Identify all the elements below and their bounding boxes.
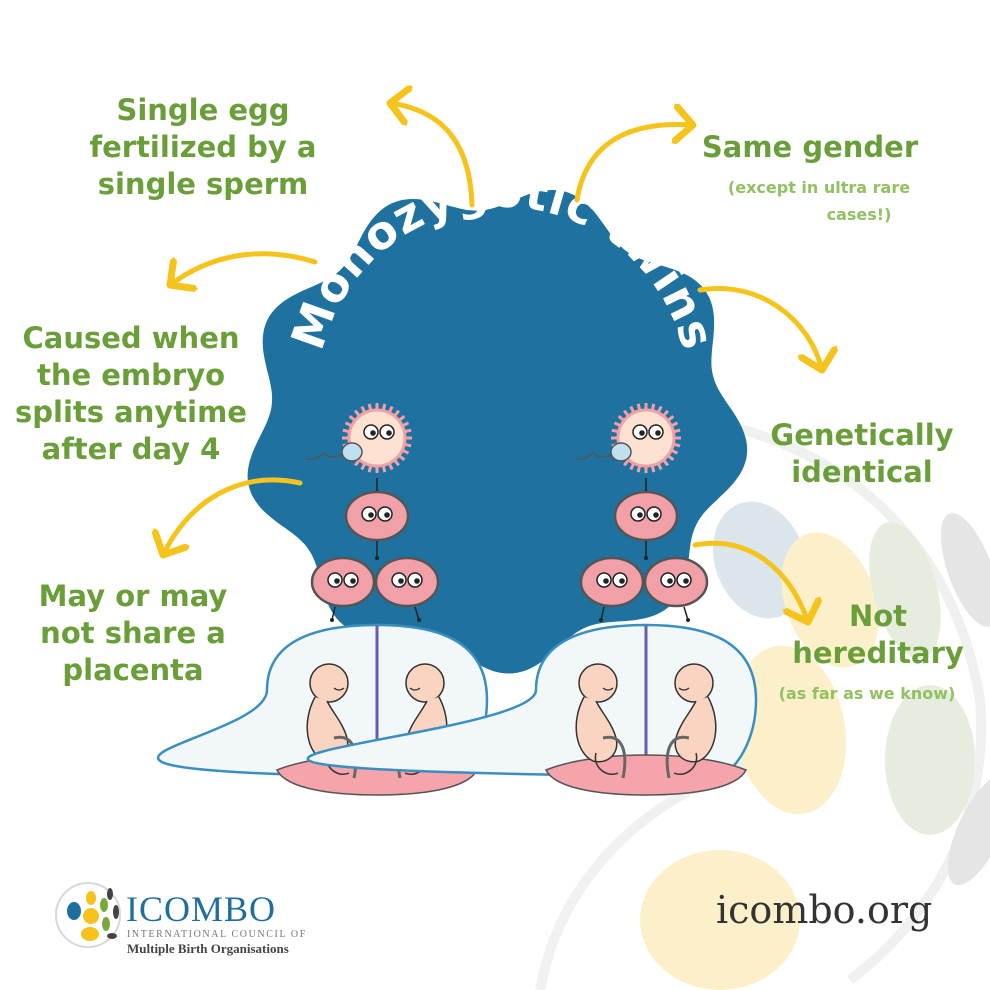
icombo-logo-mark xyxy=(55,882,121,948)
sperm xyxy=(610,442,632,462)
arrow-placenta xyxy=(163,477,303,555)
logo-line2: Multiple Birth Organisations xyxy=(127,941,289,956)
website-link[interactable]: icombo.org xyxy=(716,888,933,932)
cell xyxy=(643,556,709,608)
note-line: cases!) xyxy=(826,205,892,224)
sperm xyxy=(341,442,363,462)
note-same-gender: (except in ultra rare cases!) xyxy=(700,174,938,228)
fact-line: Single egg xyxy=(116,93,290,127)
arrow-same-gender xyxy=(574,124,693,203)
fact-caused-when: Caused when the embryo splits anytime af… xyxy=(0,320,262,468)
arrows xyxy=(163,103,822,622)
fact-single-egg: Single egg fertilized by a single sperm xyxy=(68,92,338,203)
cell xyxy=(344,490,410,542)
fact-not-hereditary: Not hereditary xyxy=(780,598,976,672)
fact-line: Caused when xyxy=(22,321,240,355)
down-arrow xyxy=(600,606,605,621)
fact-line: hereditary xyxy=(792,636,964,670)
twin-development-right xyxy=(306,403,758,796)
fact-same-gender: Same gender xyxy=(690,129,930,166)
logo-name: ICOMBO xyxy=(126,889,277,929)
fact-line: Genetically xyxy=(770,418,954,452)
arrow-caused-when xyxy=(170,251,318,285)
note-line: (except in ultra rare xyxy=(727,178,911,197)
fact-line: Not xyxy=(848,599,908,633)
egg xyxy=(616,408,676,468)
background-decoration xyxy=(535,415,990,990)
fact-line: not share a xyxy=(40,616,226,650)
placenta-sac xyxy=(306,623,758,796)
fact-line: splits anytime xyxy=(15,395,247,429)
fact-line: placenta xyxy=(62,653,204,687)
fetus-icon xyxy=(665,663,717,779)
arrow-hereditary xyxy=(692,540,808,622)
down-arrow xyxy=(414,606,420,621)
egg-with-sperm xyxy=(305,403,412,473)
arrow-single-egg xyxy=(390,103,475,208)
fact-line: fertilized by a xyxy=(89,130,317,164)
fact-line: after day 4 xyxy=(41,432,221,466)
cell xyxy=(374,556,440,608)
cell xyxy=(613,490,679,542)
down-arrow xyxy=(683,606,689,621)
fact-line: May or may xyxy=(38,579,228,613)
arrow-genetically xyxy=(697,286,822,370)
fact-placenta: May or may not share a placenta xyxy=(10,578,256,689)
fact-line: single sperm xyxy=(97,167,309,201)
fact-genetically-identical: Genetically identical xyxy=(752,417,972,491)
fact-line: the embryo xyxy=(36,358,226,392)
placenta xyxy=(544,754,748,796)
title-blob xyxy=(247,190,748,674)
egg-with-sperm xyxy=(574,403,681,473)
note-hereditary: (as far as we know) xyxy=(778,684,956,703)
cell xyxy=(310,556,376,608)
logo-line1: INTERNATIONAL COUNCIL OF xyxy=(127,929,307,940)
down-arrow xyxy=(331,606,336,621)
fact-line: Same gender xyxy=(701,130,919,164)
egg xyxy=(347,408,407,468)
fetus-icon xyxy=(575,663,627,779)
fact-line: identical xyxy=(791,455,933,489)
cell xyxy=(579,556,645,608)
